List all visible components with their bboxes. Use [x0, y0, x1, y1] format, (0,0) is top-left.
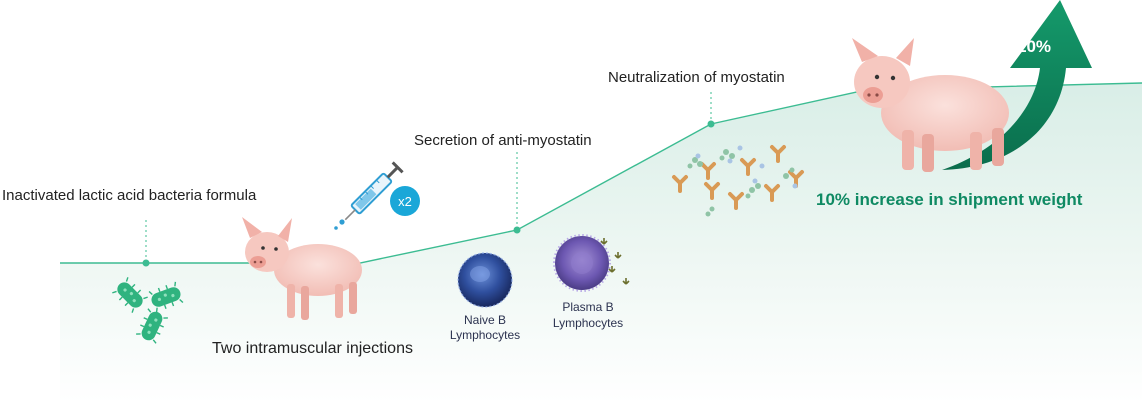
- label-injections: Two intramuscular injections: [212, 340, 413, 357]
- injection-count-text: x2: [398, 194, 412, 209]
- injection-drops: [334, 219, 345, 230]
- milestone-dot-2: [513, 226, 521, 234]
- growth-arrow-icon: 10%: [942, 0, 1092, 170]
- milestone-dot-3: [707, 120, 715, 128]
- bacteria-icon: [112, 277, 184, 344]
- result-label: 10% increase in shipment weight: [816, 190, 1083, 209]
- naive-b-label-line2: Lymphocytes: [450, 328, 520, 342]
- naive-b-cell-icon: [457, 252, 513, 308]
- piglet-illustration: [242, 217, 362, 320]
- milestone-dot-1: [142, 259, 150, 267]
- label-neutralization: Neutralization of myostatin: [608, 69, 785, 86]
- arrow-badge-text: 10%: [1017, 37, 1051, 56]
- label-secretion: Secretion of anti-myostatin: [414, 132, 592, 149]
- injection-count-badge: x2: [390, 186, 420, 216]
- plasma-b-label-line2: Lymphocytes: [553, 316, 623, 330]
- label-bacteria-formula: Inactivated lactic acid bacteria formula: [2, 187, 257, 204]
- naive-b-label-line1: Naive B: [464, 313, 506, 327]
- plasma-b-label-line1: Plasma B: [562, 300, 613, 314]
- syringe-icon: [344, 161, 404, 221]
- pig-illustration: [852, 38, 1009, 172]
- antibody-cluster: [672, 145, 804, 217]
- plasma-b-cell-icon: [553, 234, 630, 292]
